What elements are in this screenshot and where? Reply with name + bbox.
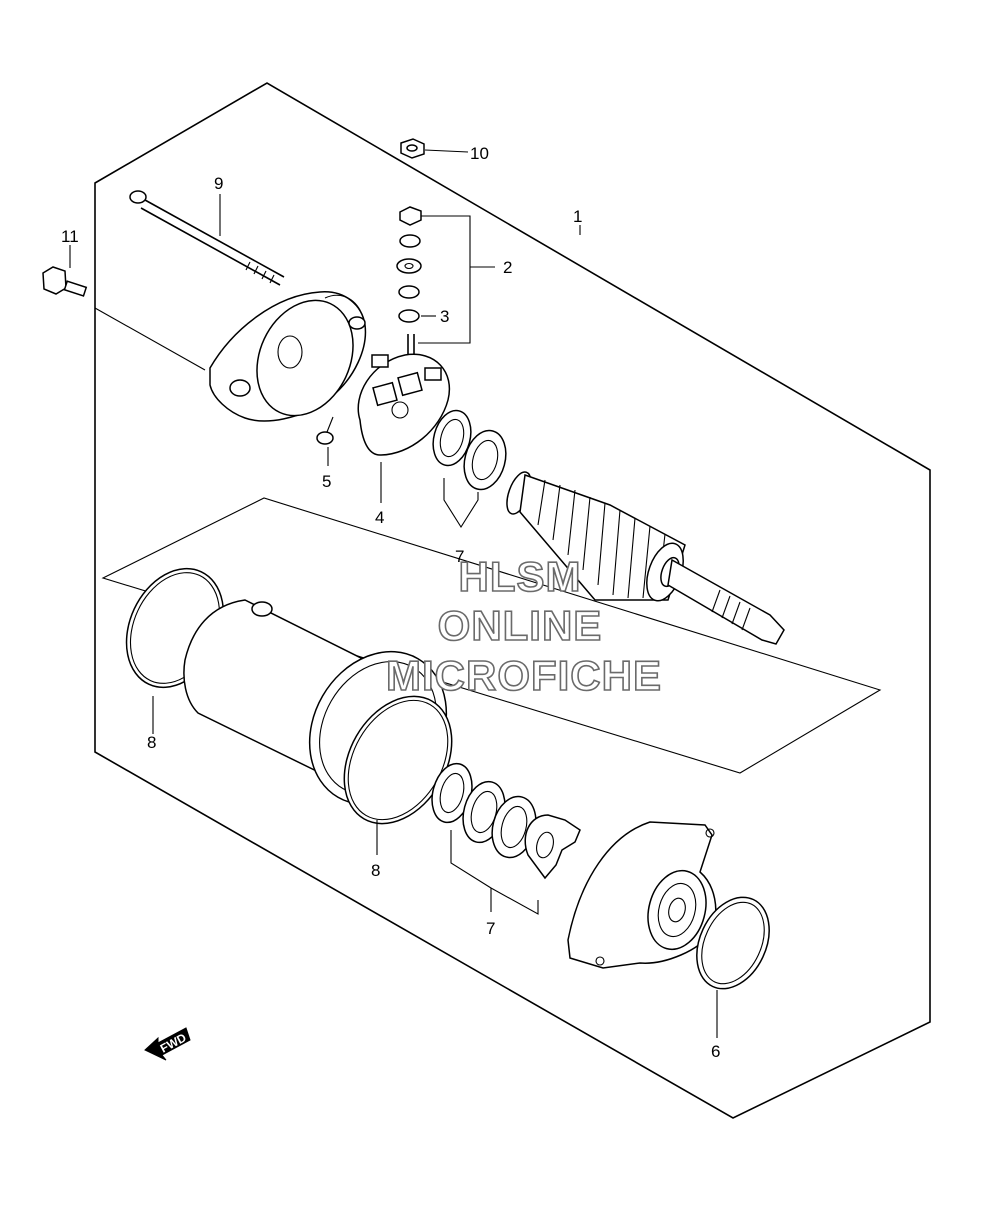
yoke-plane-outline [101, 497, 882, 774]
watermark-line-1: HLSM [459, 553, 582, 600]
watermark-line-2: ONLINE [438, 602, 603, 649]
bolt-11[interactable] [42, 266, 88, 297]
o-ring-6[interactable] [683, 886, 783, 1001]
callout-7-lower: 7 [486, 919, 495, 938]
callout-9: 9 [214, 174, 223, 193]
rear-end-cover[interactable] [209, 285, 371, 432]
assembly-outline [94, 82, 931, 1119]
callout-10: 10 [470, 144, 489, 163]
clip-5[interactable] [316, 416, 334, 445]
watermark: HLSM ONLINE MICROFICHE [385, 552, 662, 700]
front-cover[interactable] [567, 821, 717, 969]
terminal-hardware-set-2[interactable] [396, 206, 422, 370]
callout-3: 3 [440, 307, 449, 326]
watermark-line-3: MICROFICHE [386, 652, 662, 699]
callout-2: 2 [503, 258, 512, 277]
callout-4: 4 [375, 508, 384, 527]
callout-8-right: 8 [371, 861, 380, 880]
callout-1: 1 [573, 207, 582, 226]
washer-set-7-upper[interactable] [427, 406, 512, 494]
callout-5: 5 [322, 472, 331, 491]
washer-set-7-lower[interactable] [426, 759, 581, 880]
through-bolt-9[interactable] [129, 190, 285, 286]
callout-6: 6 [711, 1042, 720, 1061]
armature[interactable] [502, 469, 785, 645]
callout-8-left: 8 [147, 733, 156, 752]
callout-11: 11 [61, 227, 79, 246]
brush-holder-4[interactable] [357, 353, 451, 456]
o-ring-8-right[interactable] [322, 677, 473, 843]
washer-3 [398, 309, 420, 323]
fwd-arrow-icon: FWD [144, 1027, 191, 1061]
nut-10[interactable] [400, 138, 425, 159]
callout-7-upper: 7 [455, 547, 464, 566]
